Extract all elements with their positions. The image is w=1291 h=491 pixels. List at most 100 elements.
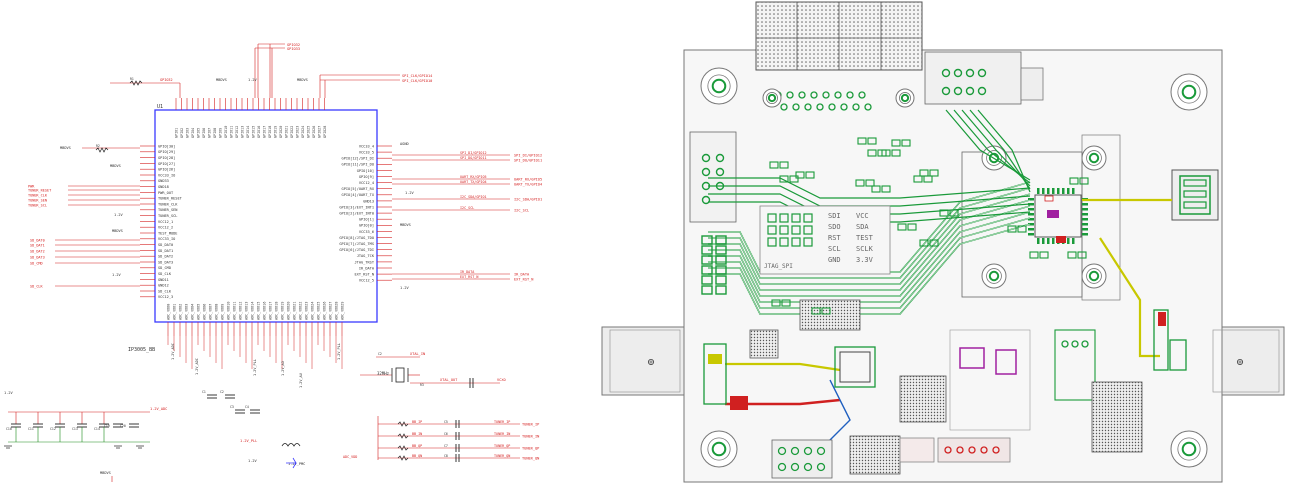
- pin-label: ADC_VDD1: [172, 304, 176, 320]
- pin-label: GPIO[2]/EXT_INT0: [339, 212, 374, 216]
- rf-trace: [1099, 237, 1160, 358]
- pin-label: ADC_VDD24: [310, 302, 314, 320]
- smd-pad: [891, 149, 901, 157]
- pin-label: ADC_VDD2: [178, 304, 182, 320]
- test-point: [767, 213, 777, 223]
- schematic-drawing: U1 IP3005_BB GPIO[30]GPIO[29]GPIO[28]GPI…: [4, 43, 542, 482]
- shield-hole: [1088, 270, 1100, 282]
- pin-label: SD_CLK: [158, 289, 172, 293]
- pin-label: GPIO2: [180, 128, 184, 138]
- power-pad: [899, 437, 935, 463]
- pin-label: GPIO[1]: [359, 218, 374, 222]
- pin-label: ADC_VDD3: [184, 304, 188, 320]
- pin-label: GPIO16: [257, 126, 261, 138]
- pin-label: TUNER_RESET: [158, 197, 183, 201]
- chip-pad: [1082, 213, 1088, 216]
- regulator-pad: [995, 349, 1017, 375]
- smd-pad: [1007, 225, 1017, 233]
- component-ref: C1: [202, 390, 206, 394]
- shield-hole: [986, 150, 1002, 166]
- mounting-hole: [1170, 73, 1208, 111]
- net-label: XTAL_OUT: [440, 378, 458, 382]
- net-label: I2C_SDA/GPIO1: [514, 197, 542, 201]
- silk-label: SCLK: [856, 245, 874, 253]
- header-pin: [816, 462, 826, 472]
- smd-pad: [811, 307, 821, 315]
- magenta-pad: [1047, 210, 1059, 218]
- crystal-label: 32MHz: [377, 371, 390, 376]
- net-label: UART_RX/GPIO5: [514, 177, 542, 181]
- sma-pad: [1153, 309, 1169, 371]
- chip-pad: [1042, 238, 1045, 244]
- pin-label: VCC33_IO: [158, 237, 175, 241]
- net-label: UART_TX/GPIO4: [514, 182, 542, 186]
- header-pad: [715, 285, 727, 295]
- smd-pad: [929, 239, 939, 247]
- header-pad: [715, 245, 727, 255]
- pin-label: ADC_VDD17: [268, 302, 272, 320]
- smd-pad: [771, 299, 781, 307]
- component-ref: C5: [444, 420, 448, 424]
- power-label: 1.2V: [405, 191, 414, 195]
- trace: [977, 109, 1031, 193]
- pin-label: ADC_VDD9: [220, 304, 224, 320]
- smd-pad: [855, 179, 865, 187]
- connector-pin: [804, 103, 812, 111]
- pin-label: ADC_VDD15: [256, 302, 260, 320]
- header-pin: [816, 446, 826, 456]
- chip-pad: [1028, 208, 1034, 211]
- smd-pad: [949, 209, 959, 217]
- smd-pad: [923, 175, 933, 183]
- pin-label: GPIO6: [202, 128, 206, 138]
- header-connector: [924, 51, 1022, 105]
- pin-label: VCC12_5: [359, 279, 374, 283]
- pin-label: GPIO[3]/EXT_INT1: [339, 205, 374, 209]
- net-label: SPI_CLK/GPIO10: [402, 79, 432, 83]
- net-label: TUNER_SCL: [28, 203, 47, 207]
- power-label: MBDVS: [216, 78, 227, 82]
- chip-pad: [1082, 218, 1088, 221]
- pin-label: GPIO13: [240, 126, 244, 138]
- header-pin: [715, 153, 725, 163]
- net-label: 1.2V_ADC: [195, 358, 199, 375]
- header-pad: [715, 265, 727, 275]
- chip-pad: [1037, 238, 1040, 244]
- net-label: TUNER_RESET: [28, 188, 52, 192]
- smd-pad: [897, 223, 907, 231]
- net-label: SD_DAT3: [30, 255, 45, 259]
- silk-label: VCC: [856, 212, 869, 220]
- header-pad: [701, 255, 713, 265]
- pin-label: GPIO10: [224, 126, 228, 138]
- smd-pad: [929, 169, 939, 177]
- component-ref: C12: [50, 427, 56, 431]
- pin-label: TUNER_SCL: [158, 214, 177, 218]
- silk-label: TEST: [856, 234, 874, 242]
- pin-label: GPIO24: [301, 126, 305, 138]
- pin-label: GPIO[8]/JTAG_TDO: [339, 236, 374, 240]
- pin-label: GPIO18: [268, 126, 272, 138]
- component-ref: C19: [104, 424, 110, 428]
- sma-pad: [703, 343, 727, 405]
- connector-pin: [864, 103, 872, 111]
- pin-label: ADC_VDD28: [334, 302, 338, 320]
- header-pin: [803, 446, 813, 456]
- chip-pad: [1047, 188, 1050, 194]
- net-label: 1.2V_PLL: [337, 343, 341, 360]
- trace: [708, 177, 1031, 199]
- pin-label: GPIO19: [273, 126, 277, 138]
- connector-mount-hole: [895, 88, 915, 108]
- smd-pad: [779, 161, 789, 169]
- header-tab: [1020, 67, 1044, 101]
- chip-pad: [1052, 188, 1055, 194]
- sma-red-pad: [730, 396, 748, 410]
- header-pad: [701, 285, 713, 295]
- pin-label: GND33: [158, 179, 169, 183]
- connector-pin: [810, 91, 818, 99]
- pin-label: VCC33_5: [359, 151, 374, 155]
- net-label: SPI_DI/GPIO12: [460, 151, 487, 155]
- smd-pad: [913, 175, 923, 183]
- trace: [961, 109, 1031, 187]
- net-label: IR_DATA: [460, 270, 474, 274]
- connector-pin: [858, 91, 866, 99]
- chip-pad: [1062, 188, 1065, 194]
